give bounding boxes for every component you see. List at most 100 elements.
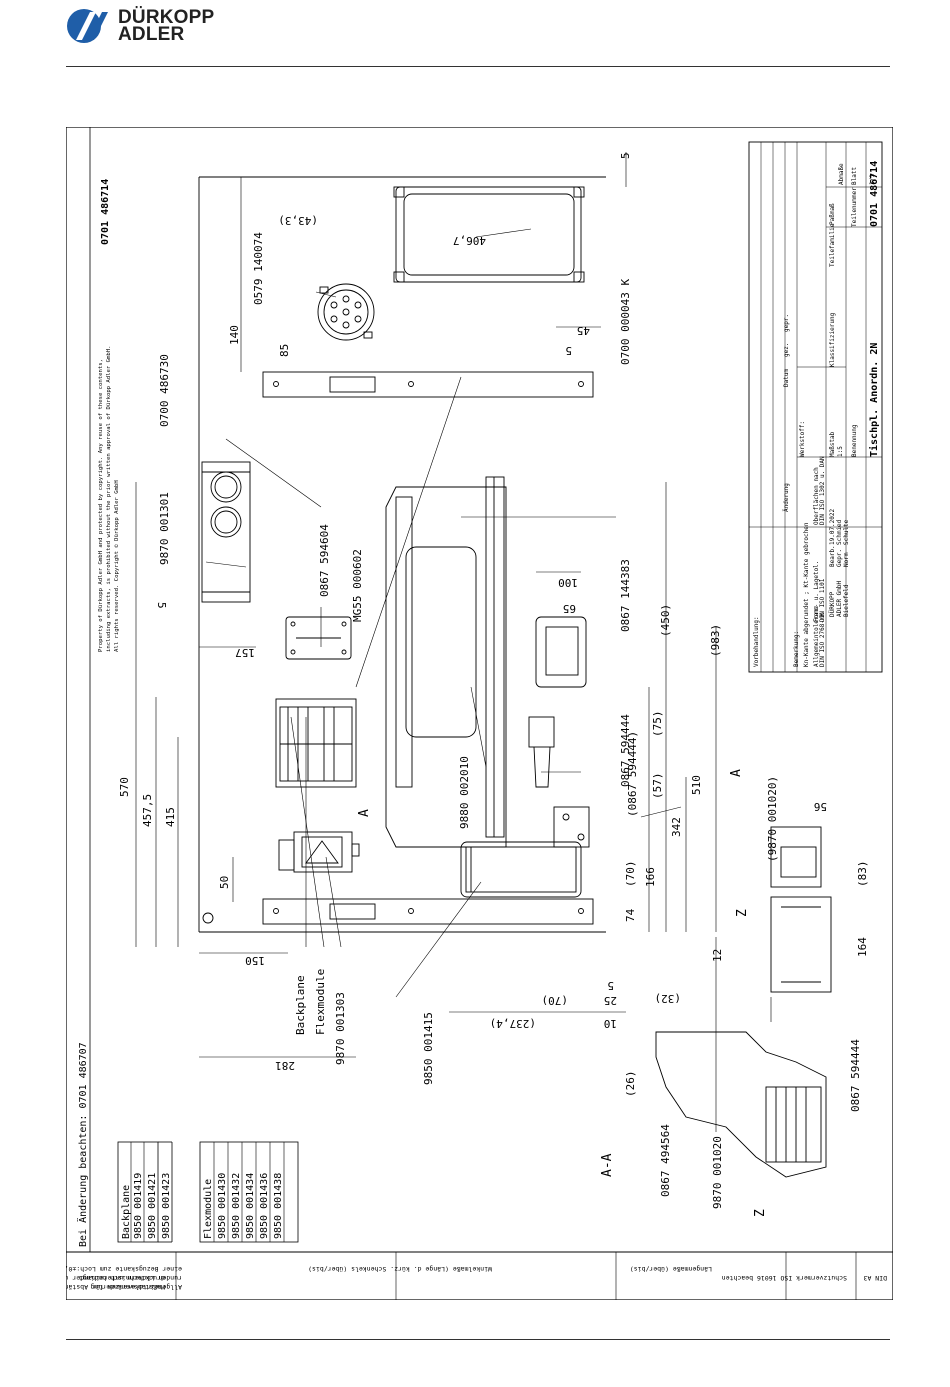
section-a-marker-right: A [729, 769, 744, 777]
dim-56: 56 [814, 800, 827, 813]
label-0867-594444: 0867 594444 [619, 714, 632, 787]
footer-mass-2: drucktechnisch bedingt [79, 1274, 165, 1282]
svg-text:0701 486714: 0701 486714 [100, 179, 111, 245]
svg-text:Property of Dürkopp Adler GmbH: Property of Dürkopp Adler GmbH and prote… [98, 359, 104, 652]
leader-lines [205, 228, 682, 998]
dim-83: (83) [856, 861, 869, 888]
tb-abmasse: Abmaße [838, 163, 845, 185]
label-9870-001301: 9870 001301 [158, 492, 171, 565]
backplane-row: 9850 001419 [133, 1173, 144, 1239]
dim-450: (450) [659, 604, 672, 637]
dim-457-5: 457,5 [141, 794, 154, 827]
label-0867-594444-section: 0867 594444 [849, 1039, 862, 1112]
footer-allg-1: Allgemeintoleranzen für Abstände von [66, 1283, 182, 1291]
dim-510: 510 [690, 775, 703, 795]
backplane-table-header: Backplane [121, 1185, 132, 1239]
change-note: Bei Änderung beachten: 0701 486707 [76, 1042, 89, 1247]
dim-32: (32) [655, 992, 682, 1005]
footer-laengen: Längenmaße (über/bis) [630, 1265, 712, 1273]
tb-allg-norm: DIN ISO 2768-mK [819, 612, 826, 667]
dim-70: (70) [624, 861, 637, 888]
footer-din: DIN A3 [863, 1274, 887, 1282]
section-a-marker: A [357, 809, 372, 817]
tb-form-norm: DIN ISO 1101 [819, 578, 826, 622]
flexmodule-backplane-stack [275, 698, 357, 788]
dim-157: 157 [235, 646, 255, 659]
footer-winkel: Winkelmaße (Länge d. kürz. Schenkels (üb… [308, 1265, 492, 1273]
tb-teilenummer: Teilenummer [851, 187, 858, 227]
flexmodule-table: Flexmodule 9850 001430 9850 001432 9850 … [199, 1141, 299, 1243]
dim-26: (26) [624, 1071, 637, 1098]
tb-oberfl: Oberflächen nach [813, 467, 820, 525]
dim-166: 166 [644, 867, 657, 887]
label-9880-002010: 9880 002010 [458, 756, 471, 829]
dim-43-3: (43,3) [278, 214, 318, 227]
svg-text:Bei Änderung beachten: 0701 48: Bei Änderung beachten: 0701 486707 [76, 1042, 89, 1247]
warning-label [278, 831, 360, 873]
round-connector [317, 283, 375, 341]
dim-140: 140 [228, 325, 241, 345]
duerkopp-adler-logo-icon [67, 9, 108, 43]
tb-massstab: Maßstab [829, 431, 836, 457]
flexmodule-row: 9850 001436 [259, 1173, 270, 1239]
mg55-drive-assembly [385, 476, 590, 898]
dim-85: 85 [278, 344, 291, 357]
dim-570: 570 [118, 777, 131, 797]
tb-blatt: Blatt [851, 167, 858, 185]
dim-5-bottom: 5 [607, 979, 614, 992]
dim-10: 10 [604, 1017, 617, 1030]
tb-gepr-name: Schulte [843, 519, 850, 545]
svg-text:All rights reserved. Copyright: All rights reserved. Copyright © Dürkopp… [114, 480, 120, 652]
label-backplane: Backplane [294, 975, 307, 1035]
brand-line-1: DÜRKOPP [118, 7, 215, 28]
label-9870-001020: 9870 001020 [711, 1136, 724, 1209]
footer-mass-1: Maßstabsveränderung [91, 1283, 165, 1291]
backplane-row: 9850 001423 [161, 1173, 172, 1239]
label-9870-001020-paren: (9870 001020) [766, 776, 779, 862]
tb-massstab-val: 1:5 [837, 446, 844, 457]
dim-5-holder: 5 [155, 602, 168, 609]
footer-allg-2: runden Löchern untereinander und von [66, 1274, 182, 1282]
dimension-labels: 5 (43,3) 406,7 140 85 45 5 5 157 100 65 … [118, 152, 869, 1097]
dim-25: 25 [604, 994, 617, 1007]
dim-406-7: 406,7 [453, 234, 486, 247]
brand-name: DÜRKOPP ADLER [118, 7, 215, 44]
flexmodule-row: 9850 001430 [217, 1173, 228, 1239]
footer-allg-3: einer Bezugskante zum Loch:±0,2 [66, 1265, 182, 1273]
tb-datum: Datum [783, 369, 790, 387]
drawing-number-margin: 0701 486714 [100, 179, 111, 245]
tb-company-1: DÜRKOPP [829, 591, 836, 617]
dim-5-mid: 5 [565, 344, 572, 357]
table-plate-outline [198, 176, 606, 933]
dim-12: 12 [711, 949, 724, 962]
flexmodule-row: 9850 001434 [245, 1173, 256, 1239]
section-markers: A A Z Z A-A [357, 769, 768, 1217]
label-9870-001303: 9870 001303 [334, 992, 347, 1065]
drawing-border [66, 127, 893, 1300]
copyright-notice: Property of Dürkopp Adler GmbH and prote… [98, 346, 120, 652]
label-flexmodule: Flexmodule [314, 969, 327, 1035]
footer-schutz: Schutzvermerk ISO 16016 beachten [722, 1274, 847, 1282]
label-0867-144383: 0867 144383 [619, 559, 632, 632]
tb-teilefamilie: Teilefamilie [829, 223, 836, 267]
label-mg55-000602: MG55 000602 [351, 549, 364, 622]
dim-45: 45 [577, 324, 590, 337]
flexmodule-row: 9850 001432 [231, 1173, 242, 1239]
dim-415: 415 [164, 807, 177, 827]
section-z-marker-bottom: Z [753, 1209, 768, 1217]
label-0579-140074: 0579 140074 [252, 232, 265, 305]
tb-bemerkung: Bemerkung: [793, 631, 800, 667]
dim-983: (983) [709, 624, 722, 657]
dim-150: 150 [245, 954, 265, 967]
tb-gepr: Gepr. [836, 549, 843, 567]
footer-rule [66, 1339, 890, 1340]
tb-gez: gez. [783, 343, 790, 357]
dim-65: 65 [563, 602, 576, 615]
tb-title: Tischpl. Anordn. 2N [868, 343, 880, 457]
tb-passmass: Paßmaß [829, 203, 836, 225]
tb-benennung: Benennung [851, 424, 858, 457]
label-9850-001415: 9850 001415 [422, 1012, 435, 1085]
tb-company-2: ADLER GmbH [836, 580, 843, 617]
section-view-z [770, 826, 832, 993]
dim-70-b: (70) [542, 994, 569, 1007]
